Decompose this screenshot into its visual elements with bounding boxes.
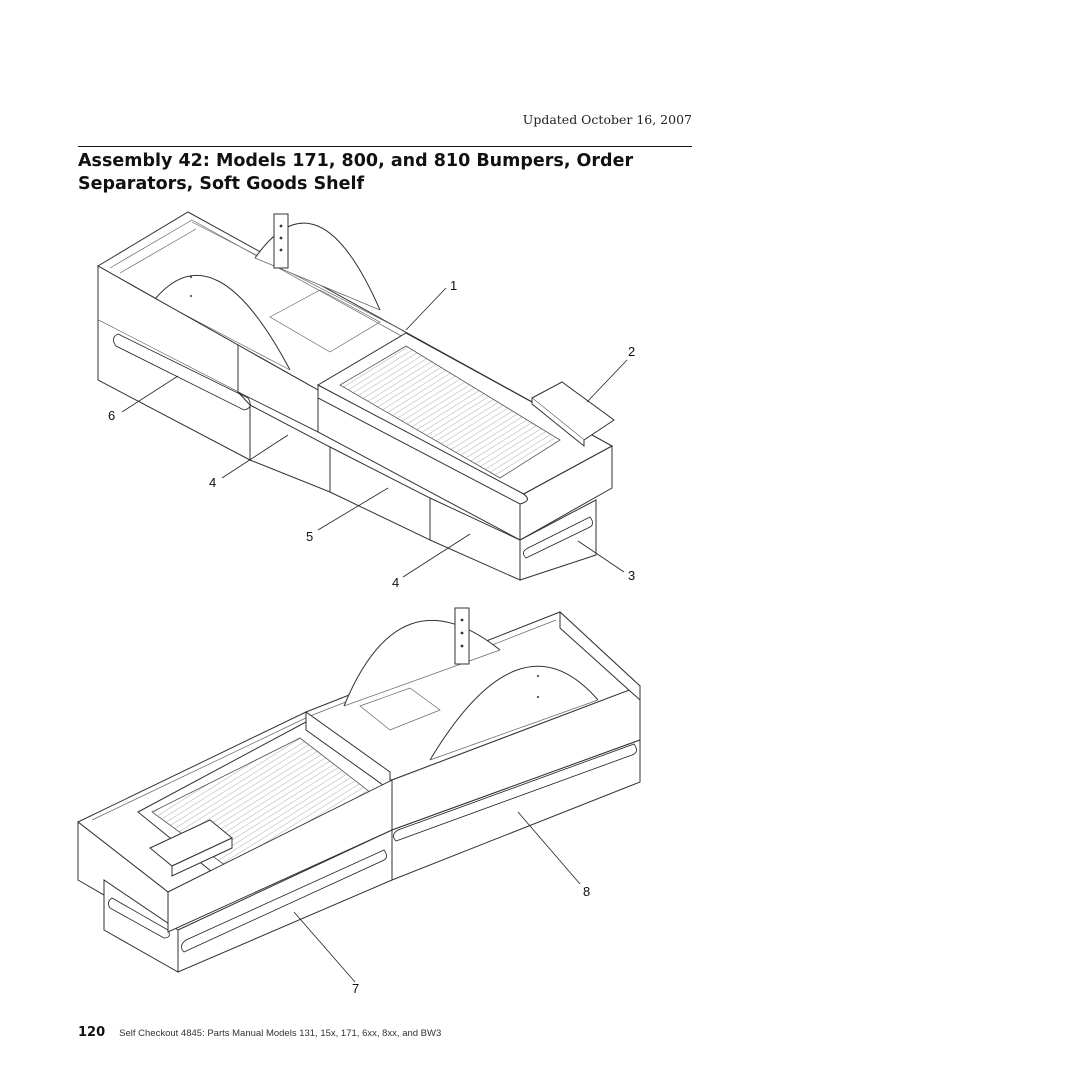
callout-1: 1 bbox=[450, 278, 457, 293]
callout-8: 8 bbox=[583, 884, 590, 899]
callout-3: 3 bbox=[628, 568, 635, 583]
leader-lines-bottom bbox=[293, 811, 581, 983]
callout-4a: 4 bbox=[209, 475, 216, 490]
running-title: Self Checkout 4845: Parts Manual Models … bbox=[119, 1028, 442, 1039]
callout-4b: 4 bbox=[392, 575, 399, 590]
callout-2: 2 bbox=[628, 344, 635, 359]
callout-7: 7 bbox=[352, 981, 359, 996]
title-rule bbox=[78, 146, 692, 147]
callout-6: 6 bbox=[108, 408, 115, 423]
callout-5: 5 bbox=[306, 529, 313, 544]
page-title: Assembly 42: Models 171, 800, and 810 Bu… bbox=[78, 151, 634, 194]
checkout-counter-bottom bbox=[77, 607, 641, 973]
checkout-counter-top bbox=[97, 211, 615, 581]
leader-lines-top bbox=[121, 287, 628, 578]
updated-date: Updated October 16, 2007 bbox=[522, 112, 692, 127]
page-footer: 120 Self Checkout 4845: Parts Manual Mode… bbox=[78, 1021, 441, 1040]
callout-labels: 1 2 6 4 5 4 3 8 7 bbox=[108, 278, 635, 996]
page-number: 120 bbox=[78, 1025, 106, 1040]
